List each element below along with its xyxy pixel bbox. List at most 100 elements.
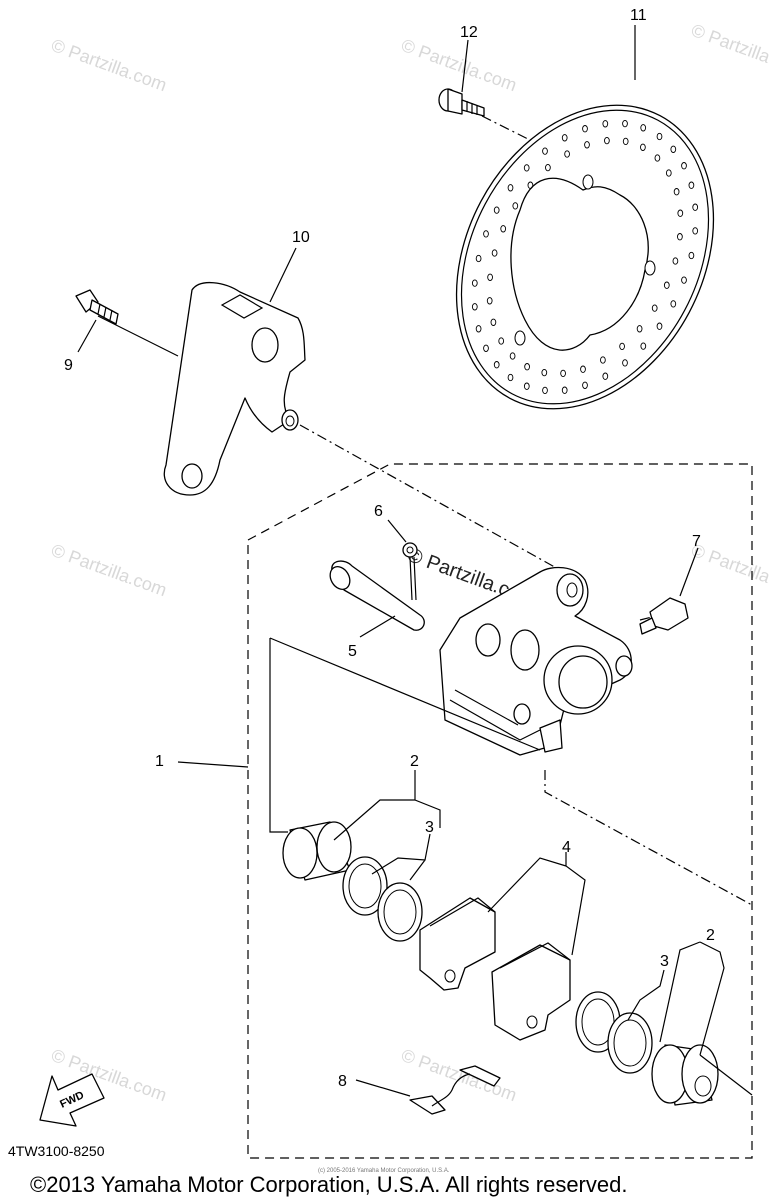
disc-vent-hole xyxy=(677,233,683,241)
callout-2a: 2 xyxy=(410,753,419,770)
disc-vent-hole xyxy=(483,344,489,352)
disc-vent-hole xyxy=(524,363,530,371)
disc-vent-hole xyxy=(527,181,534,189)
disc-vent-hole xyxy=(640,143,646,151)
callout-1: 1 xyxy=(155,753,164,770)
disc-vent-hole xyxy=(619,342,625,351)
callout-9: 9 xyxy=(64,357,73,374)
caliper-bracket xyxy=(163,282,306,496)
disc-vent-hole xyxy=(483,230,489,238)
diagram-code: 4TW3100-8250 xyxy=(8,1143,105,1159)
bracket-bolt xyxy=(75,289,119,325)
disc-vent-hole xyxy=(512,202,519,210)
disc-bolt xyxy=(438,88,485,117)
callout-6: 6 xyxy=(374,503,383,520)
disc-vent-hole xyxy=(542,386,548,395)
callout-5: 5 xyxy=(348,643,357,660)
disc-vent-hole xyxy=(542,147,548,155)
seals-right xyxy=(575,991,653,1074)
small-print: (c) 2005-2016 Yamaha Motor Corporation, … xyxy=(318,1168,450,1174)
disc-vent-hole xyxy=(670,145,677,153)
disc-vent-hole xyxy=(677,209,684,217)
disc-vent-hole xyxy=(651,304,658,312)
disc-vent-hole xyxy=(498,337,505,345)
disc-vent-hole xyxy=(622,137,629,146)
callout-11: 11 xyxy=(630,7,647,24)
disc-vent-hole xyxy=(490,318,497,326)
disc-vent-hole xyxy=(640,342,647,350)
callouts: 11 12 10 9 6 7 5 1 2 3 4 2 3 8 xyxy=(64,7,715,1090)
disc-vent-hole xyxy=(509,352,516,360)
disc-vent-hole xyxy=(561,134,568,142)
disc-vent-hole xyxy=(471,303,478,311)
copyright-notice: ©2013 Yamaha Motor Corporation, U.S.A. A… xyxy=(30,1172,627,1197)
disc-vent-hole xyxy=(475,325,482,333)
assembly-boundary xyxy=(247,463,753,1159)
disc-vent-hole xyxy=(656,322,663,330)
callout-3a: 3 xyxy=(425,819,434,836)
disc-vent-hole xyxy=(561,386,568,394)
disc-vent-hole xyxy=(622,359,628,367)
callout-4: 4 xyxy=(562,839,571,856)
disc-vent-hole xyxy=(471,279,478,287)
bleed-screw xyxy=(639,597,689,635)
watermark: © Partzilla.com xyxy=(399,1045,520,1105)
disc-vent-hole xyxy=(670,300,677,308)
disc-vent-hole xyxy=(656,132,663,141)
callout-3b: 3 xyxy=(660,953,669,970)
disc-vent-hole xyxy=(523,164,530,172)
seals-left xyxy=(342,856,423,942)
leader-lines xyxy=(77,25,753,1097)
disc-vent-hole xyxy=(545,163,551,172)
callout-10: 10 xyxy=(292,229,310,246)
disc-vent-hole xyxy=(560,369,566,378)
pad-pin-clip xyxy=(402,542,418,601)
disc-vent-hole xyxy=(491,249,498,257)
callout-8: 8 xyxy=(338,1073,347,1090)
disc-vent-hole xyxy=(681,162,687,170)
disc-vent-hole xyxy=(692,227,699,235)
disc-vent-hole xyxy=(523,382,530,390)
disc-vent-hole xyxy=(602,372,609,380)
piston-right xyxy=(651,1044,719,1106)
caliper-body xyxy=(439,566,633,756)
disc-vent-hole xyxy=(663,281,670,289)
disc-vent-hole xyxy=(584,141,590,149)
watermark: © Partzilla.com xyxy=(689,20,769,80)
disc-vent-hole xyxy=(580,365,586,373)
disc-vent-hole xyxy=(564,150,570,158)
brake-disc xyxy=(455,104,715,410)
watermark: © Partzilla.com xyxy=(49,540,170,600)
disc-vent-hole xyxy=(665,169,672,177)
piston-left xyxy=(282,821,352,881)
disc-vent-hole xyxy=(507,373,514,382)
pad-pin xyxy=(329,560,425,631)
disc-vent-hole xyxy=(475,254,482,263)
disc-vent-hole xyxy=(604,136,610,145)
disc-vent-hole xyxy=(681,276,687,284)
disc-vent-hole xyxy=(688,181,695,189)
disc-vent-hole xyxy=(500,225,507,233)
disc-vent-hole xyxy=(600,356,606,364)
disc-vent-hole xyxy=(541,368,548,377)
disc-vent-hole xyxy=(493,206,500,214)
forward-arrow-icon: FWD xyxy=(39,1073,105,1127)
disc-vent-hole xyxy=(582,381,588,389)
disc-vent-hole xyxy=(688,251,695,260)
brake-pad-right xyxy=(491,942,571,1041)
disc-vent-hole xyxy=(582,125,588,133)
disc-vent-hole xyxy=(673,188,680,196)
disc-vent-hole xyxy=(507,184,514,192)
disc-vent-hole xyxy=(602,120,609,128)
disc-vent-hole xyxy=(692,203,699,211)
brake-pad-left xyxy=(419,897,496,991)
callout-2b: 2 xyxy=(706,927,715,944)
disc-vent-hole xyxy=(640,124,647,132)
disc-vent-hole xyxy=(493,361,500,369)
watermark: © Partzilla.com xyxy=(49,35,170,95)
disc-vent-hole xyxy=(636,325,643,333)
callout-12: 12 xyxy=(460,24,478,41)
disc-vent-hole xyxy=(622,119,628,128)
disc-vent-hole xyxy=(487,273,493,281)
